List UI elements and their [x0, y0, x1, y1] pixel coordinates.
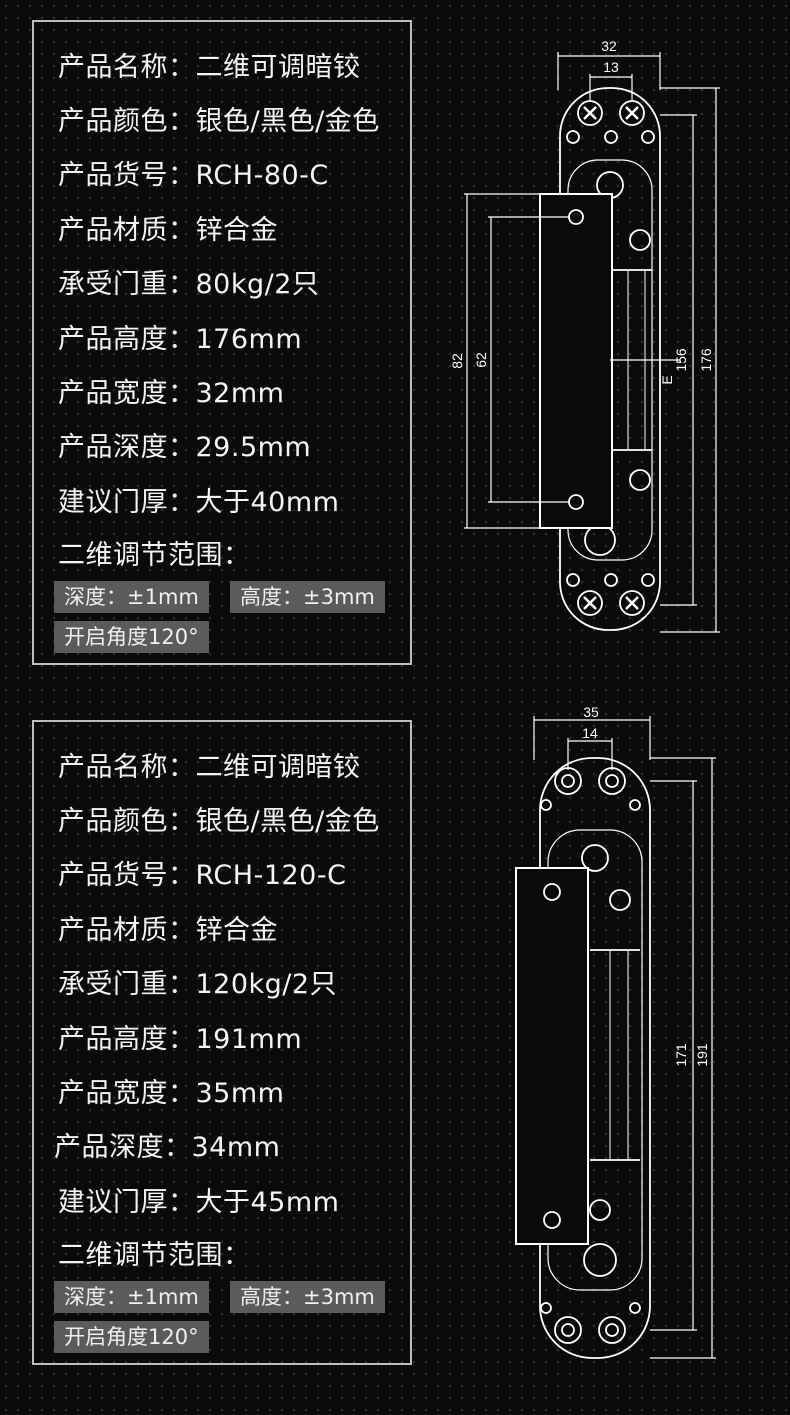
- dim-hole-spacing-1: 13: [603, 59, 619, 75]
- dim-width-2: 35: [583, 704, 599, 720]
- spec-door-thickness-2: 建议门厚：大于45mm: [58, 1187, 340, 1218]
- spec-panel-2: 产品名称：二维可调暗铰 产品颜色：银色/黑色/金色 产品货号：RCH-120-C…: [32, 720, 412, 1365]
- spec-height-1: 产品高度：176mm: [58, 324, 303, 355]
- spec-model-2: 产品货号：RCH-120-C: [58, 860, 347, 891]
- tag-opening-angle-2: 开启角度120°: [54, 1321, 209, 1353]
- tag-opening-angle-1: 开启角度120°: [54, 621, 209, 653]
- spec-load-2: 承受门重：120kg/2只: [58, 969, 338, 1000]
- spec-name-2: 产品名称：二维可调暗铰: [58, 752, 361, 783]
- dim-plate-holes-1: 62: [473, 352, 489, 368]
- spec-material-1: 产品材质：锌合金: [58, 215, 278, 246]
- tag-height-adjust-2: 高度：±3mm: [230, 1281, 385, 1313]
- dim-hole-spacing-2: 14: [582, 725, 598, 741]
- spec-adjust-title-1: 二维调节范围：: [58, 540, 251, 571]
- spec-panel-1: 产品名称：二维可调暗铰 产品颜色：银色/黑色/金色 产品货号：RCH-80-C …: [32, 20, 412, 665]
- tag-height-adjust-1: 高度：±3mm: [230, 581, 385, 613]
- spec-model-1: 产品货号：RCH-80-C: [58, 160, 329, 191]
- mounting-plate-2: [515, 867, 589, 1245]
- spec-color-2: 产品颜色：银色/黑色/金色: [58, 806, 380, 837]
- spec-adjust-title-2: 二维调节范围：: [58, 1240, 251, 1271]
- dim-body-2: 171: [673, 1043, 689, 1067]
- spec-door-thickness-1: 建议门厚：大于40mm: [58, 487, 340, 518]
- spec-name-1: 产品名称：二维可调暗铰: [58, 52, 361, 83]
- dim-total-2: 191: [694, 1043, 710, 1067]
- spec-load-1: 承受门重：80kg/2只: [58, 269, 320, 300]
- spec-depth-1: 产品深度：29.5mm: [58, 432, 312, 463]
- dim-width-1: 32: [601, 38, 617, 54]
- tag-depth-adjust-2: 深度：±1mm: [54, 1281, 209, 1313]
- tag-depth-adjust-1: 深度：±1mm: [54, 581, 209, 613]
- dim-body-1: 156: [673, 348, 689, 372]
- spec-width-2: 产品宽度：35mm: [58, 1078, 285, 1109]
- mounting-plate-1: [539, 193, 613, 529]
- spec-height-2: 产品高度：191mm: [58, 1024, 303, 1055]
- dim-plate-outer-1: 82: [449, 353, 465, 369]
- spec-material-2: 产品材质：锌合金: [58, 915, 278, 946]
- dim-mark-e-1: E: [659, 375, 675, 384]
- dim-total-1: 176: [698, 348, 714, 372]
- spec-width-1: 产品宽度：32mm: [58, 378, 285, 409]
- spec-depth-2: 产品深度：34mm: [54, 1132, 281, 1163]
- spec-color-1: 产品颜色：银色/黑色/金色: [58, 106, 380, 137]
